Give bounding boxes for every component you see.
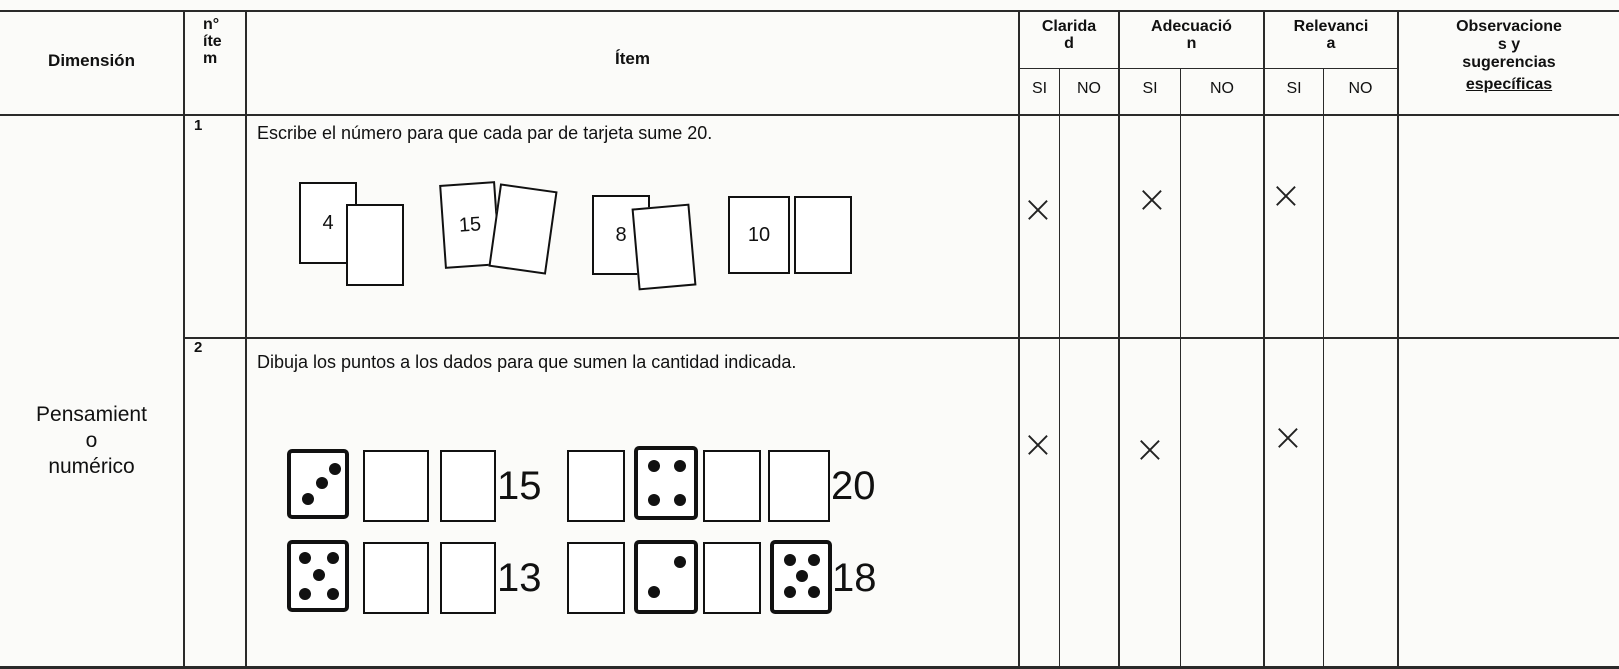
number-card: 10 xyxy=(728,196,790,274)
die-pip xyxy=(808,554,820,566)
blank-die xyxy=(768,450,830,522)
die-pip xyxy=(648,586,660,598)
dimension-text: o xyxy=(85,429,98,452)
die-pip xyxy=(327,588,339,600)
item-question: Dibuja los puntos a los dados para que s… xyxy=(257,352,797,372)
dimension-text: Pensamient xyxy=(36,403,147,426)
header-text: m xyxy=(203,50,218,67)
si-claridad: SI xyxy=(1031,80,1048,97)
table-bottom-border xyxy=(0,666,1619,669)
col-line xyxy=(245,10,247,669)
col-line xyxy=(1118,10,1120,669)
die-pip xyxy=(808,586,820,598)
no-adecuacion: NO xyxy=(1210,80,1234,97)
header-text: s y xyxy=(1497,36,1521,53)
blank-die xyxy=(703,542,761,614)
blank-die xyxy=(567,450,625,522)
no-relevancia: NO xyxy=(1348,80,1373,97)
header-relevancia: Relevanci a xyxy=(1265,18,1397,52)
die-pip xyxy=(329,463,341,475)
blank-die xyxy=(363,450,429,522)
die-pip xyxy=(299,552,311,564)
col-line xyxy=(1323,68,1324,669)
item-number: 2 xyxy=(194,339,203,356)
blank-die xyxy=(567,542,625,614)
item-question: Escribe el número para que cada par de t… xyxy=(257,123,713,143)
header-text: Clarida xyxy=(1041,18,1097,35)
row-divider xyxy=(183,337,1619,339)
header-text: Observacione xyxy=(1456,18,1562,35)
die-pip xyxy=(316,477,328,489)
sum-target: 15 xyxy=(497,464,542,508)
sub-header-line xyxy=(1018,68,1398,69)
sum-target: 13 xyxy=(497,556,542,600)
check-mark: × xyxy=(1272,415,1304,459)
si-relevancia: SI xyxy=(1286,80,1302,97)
header-claridad: Clarida d xyxy=(1020,18,1118,52)
table-top-border xyxy=(0,10,1619,12)
check-mark: × xyxy=(1134,427,1166,471)
die-pip xyxy=(648,460,660,472)
die-pip xyxy=(299,588,311,600)
col-line xyxy=(183,10,185,669)
die-pip xyxy=(796,570,808,582)
header-adecuacion: Adecuació n xyxy=(1120,18,1263,52)
die-two xyxy=(634,540,698,614)
check-mark: × xyxy=(1136,177,1168,221)
item-number: 1 xyxy=(194,117,203,134)
die-pip xyxy=(313,569,325,581)
blank-die xyxy=(363,542,429,614)
col-line xyxy=(1180,68,1181,669)
check-mark: × xyxy=(1270,173,1302,217)
die-pip xyxy=(302,493,314,505)
sum-target: 20 xyxy=(831,464,876,508)
col-line xyxy=(1397,10,1399,669)
die-pip xyxy=(784,554,796,566)
dimension-text: numérico xyxy=(48,455,135,478)
header-item: Ítem xyxy=(615,49,650,68)
check-mark: × xyxy=(1022,422,1054,466)
die-five xyxy=(770,540,832,614)
blank-card xyxy=(488,183,558,275)
die-five xyxy=(287,540,349,612)
check-mark: × xyxy=(1022,187,1054,231)
header-text: sugerencias xyxy=(1462,54,1556,71)
blank-card xyxy=(631,203,697,291)
blank-die xyxy=(440,450,496,522)
col-line xyxy=(1263,10,1265,669)
blank-die xyxy=(703,450,761,522)
no-claridad: NO xyxy=(1077,80,1101,97)
die-four xyxy=(634,446,698,520)
si-adecuacion: SI xyxy=(1142,80,1158,97)
header-text: Adecuació xyxy=(1151,18,1232,35)
die-pip xyxy=(674,460,686,472)
blank-die xyxy=(440,542,496,614)
dimension-label: Pensamient o numérico xyxy=(0,402,183,480)
header-observaciones: Observacione s y sugerencias específicas xyxy=(1399,16,1619,96)
col-line xyxy=(1059,68,1060,669)
die-two xyxy=(287,449,349,519)
die-pip xyxy=(674,494,686,506)
header-text: específicas xyxy=(1465,76,1553,93)
header-text: n° xyxy=(203,16,220,33)
die-pip xyxy=(674,556,686,568)
header-text: n xyxy=(1186,35,1197,52)
die-pip xyxy=(784,586,796,598)
header-bottom-border xyxy=(0,114,1619,116)
header-dimension: Dimensión xyxy=(48,51,135,70)
die-pip xyxy=(327,552,339,564)
header-text: a xyxy=(1326,35,1336,52)
col-line xyxy=(1018,10,1020,669)
die-pip xyxy=(648,494,660,506)
header-item-number: n° íte m xyxy=(203,16,233,67)
blank-card xyxy=(346,204,404,286)
header-text: íte xyxy=(203,33,222,50)
header-text: Relevanci xyxy=(1293,18,1369,35)
header-text: d xyxy=(1064,35,1074,52)
sum-target: 18 xyxy=(832,556,877,600)
blank-card xyxy=(794,196,852,274)
